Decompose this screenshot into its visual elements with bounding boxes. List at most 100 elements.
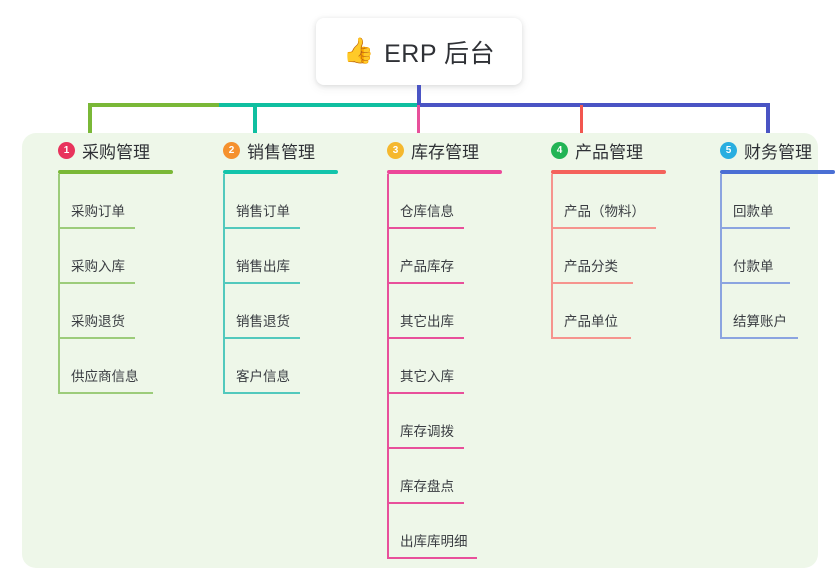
branch-badge-4: 4 — [551, 141, 568, 159]
leaf-item[interactable]: 产品分类 — [533, 229, 666, 284]
branch-title-1: 采购管理 — [82, 142, 150, 162]
leaf-item-rule — [223, 337, 300, 339]
branch-header-2[interactable]: 2 销售管理 — [205, 133, 338, 167]
leaf-item-rule — [387, 392, 464, 394]
branch-badge-3: 3 — [387, 141, 404, 159]
branch-badge-2: 2 — [223, 141, 240, 159]
leaf-item-label: 供应商信息 — [71, 369, 139, 384]
leaf-item-rule — [387, 447, 464, 449]
connector-drop-5 — [766, 103, 770, 145]
leaf-item-label: 客户信息 — [236, 369, 290, 384]
branch-spine-3 — [387, 174, 389, 559]
leaf-item-rule — [223, 282, 300, 284]
leaf-item-label: 出库库明细 — [400, 534, 468, 549]
leaf-item[interactable]: 客户信息 — [205, 339, 338, 394]
branch-header-5[interactable]: 5 财务管理 — [702, 133, 835, 167]
branch-header-4[interactable]: 4 产品管理 — [533, 133, 666, 167]
branch-title-2: 销售管理 — [247, 142, 315, 162]
branch-column-5: 5 财务管理回款单付款单结算账户 — [702, 133, 835, 339]
branch-title-3: 库存管理 — [411, 142, 479, 162]
leaf-item-label: 其它出库 — [400, 314, 454, 329]
leaf-item-rule — [720, 282, 790, 284]
leaf-item[interactable]: 采购订单 — [40, 174, 173, 229]
leaf-item-label: 库存盘点 — [400, 479, 454, 494]
leaf-item-rule — [387, 282, 464, 284]
leaf-item-label: 其它入库 — [400, 369, 454, 384]
branch-title-5: 财务管理 — [744, 142, 812, 162]
leaf-item[interactable]: 其它入库 — [369, 339, 502, 394]
leaf-item-label: 销售退货 — [236, 314, 290, 329]
connector-drop-3 — [417, 105, 420, 145]
leaf-item-rule — [223, 392, 300, 394]
connector-drop-2 — [253, 103, 257, 145]
branch-header-3[interactable]: 3 库存管理 — [369, 133, 502, 167]
leaf-item[interactable]: 产品单位 — [533, 284, 666, 339]
branch-spine-2 — [223, 174, 225, 394]
leaf-item-rule — [58, 227, 135, 229]
connector-drop-4 — [580, 105, 583, 145]
branch-rule-4 — [551, 170, 666, 174]
branch-badge-5: 5 — [720, 141, 737, 159]
thumbs-up-icon: 👍 — [342, 37, 375, 65]
leaf-item-label: 仓库信息 — [400, 204, 454, 219]
leaf-item[interactable]: 销售退货 — [205, 284, 338, 339]
leaf-item-label: 库存调拨 — [400, 424, 454, 439]
leaf-item-label: 销售订单 — [236, 204, 290, 219]
branch-title-4: 产品管理 — [575, 142, 643, 162]
branch-header-1[interactable]: 1 采购管理 — [40, 133, 173, 167]
branch-column-3: 3 库存管理仓库信息产品库存其它出库其它入库库存调拨库存盘点出库库明细 — [369, 133, 502, 559]
leaf-item-label: 产品单位 — [564, 314, 618, 329]
branch-leaf-list-3: 仓库信息产品库存其它出库其它入库库存调拨库存盘点出库库明细 — [369, 174, 502, 559]
leaf-item[interactable]: 采购入库 — [40, 229, 173, 284]
branch-leaf-list-2: 销售订单销售出库销售退货客户信息 — [205, 174, 338, 394]
root-node-title: ERP 后台 — [384, 39, 496, 68]
leaf-item[interactable]: 回款单 — [702, 174, 835, 229]
leaf-item-rule — [387, 337, 464, 339]
leaf-item[interactable]: 产品库存 — [369, 229, 502, 284]
branch-badge-1: 1 — [58, 141, 75, 159]
branch-leaf-list-5: 回款单付款单结算账户 — [702, 174, 835, 339]
leaf-item-label: 销售出库 — [236, 259, 290, 274]
leaf-item-rule — [551, 337, 631, 339]
branch-leaf-list-1: 采购订单采购入库采购退货供应商信息 — [40, 174, 173, 394]
leaf-item-rule — [387, 227, 464, 229]
leaf-item[interactable]: 付款单 — [702, 229, 835, 284]
branch-rule-2 — [223, 170, 338, 174]
leaf-item-rule — [387, 557, 477, 559]
branch-spine-5 — [720, 174, 722, 339]
leaf-item[interactable]: 供应商信息 — [40, 339, 173, 394]
leaf-item-rule — [720, 227, 790, 229]
leaf-item[interactable]: 库存盘点 — [369, 449, 502, 504]
leaf-item-label: 采购订单 — [71, 204, 125, 219]
leaf-item[interactable]: 销售出库 — [205, 229, 338, 284]
branch-spine-1 — [58, 174, 60, 394]
leaf-item-label: 采购入库 — [71, 259, 125, 274]
branch-rule-3 — [387, 170, 502, 174]
branch-panel: 1 采购管理采购订单采购入库采购退货供应商信息 2 销售管理销售订单销售出库销售退货客… — [22, 133, 835, 568]
leaf-item-rule — [720, 337, 798, 339]
leaf-item[interactable]: 仓库信息 — [369, 174, 502, 229]
connector-drop-1 — [88, 103, 92, 145]
leaf-item[interactable]: 其它出库 — [369, 284, 502, 339]
branch-column-4: 4 产品管理产品（物料） 产品分类产品单位 — [533, 133, 666, 339]
connector-bus-blue — [417, 103, 770, 107]
connector-bus-teal — [219, 103, 419, 107]
leaf-item[interactable]: 采购退货 — [40, 284, 173, 339]
leaf-item-label: 采购退货 — [71, 314, 125, 329]
leaf-item[interactable]: 库存调拨 — [369, 394, 502, 449]
branch-leaf-list-4: 产品（物料） 产品分类产品单位 — [533, 174, 666, 339]
leaf-item[interactable]: 产品（物料） — [533, 174, 666, 229]
leaf-item-label: 产品（物料） — [564, 204, 645, 219]
connector-root-stem — [417, 85, 421, 105]
root-node-card[interactable]: 👍 ERP 后台 — [316, 18, 522, 85]
connector-bus-green — [88, 103, 220, 107]
leaf-item[interactable]: 出库库明细 — [369, 504, 502, 559]
leaf-item[interactable]: 销售订单 — [205, 174, 338, 229]
branch-rule-5 — [720, 170, 835, 174]
leaf-item-rule — [223, 227, 300, 229]
leaf-item-rule — [58, 337, 135, 339]
leaf-item-label: 付款单 — [733, 259, 774, 274]
leaf-item[interactable]: 结算账户 — [702, 284, 835, 339]
branch-column-2: 2 销售管理销售订单销售出库销售退货客户信息 — [205, 133, 338, 394]
leaf-item-label: 回款单 — [733, 204, 774, 219]
